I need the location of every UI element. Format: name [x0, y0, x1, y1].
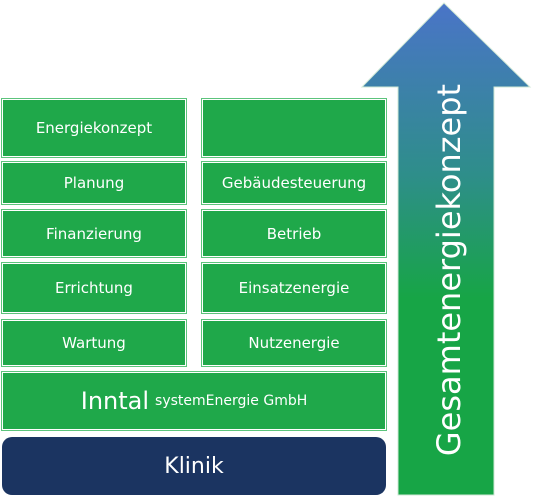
left-box-label: Energiekonzept [35, 119, 153, 137]
right-box-gebaeudesteuerung: Gebäudesteuerung [202, 162, 386, 204]
left-box-errichtung: Errichtung [2, 263, 186, 313]
right-box-label: Gebäudesteuerung [221, 174, 367, 192]
left-box-label: Finanzierung [46, 224, 142, 243]
left-box-label: Wartung [62, 334, 126, 352]
left-box-planung: Planung [2, 162, 186, 204]
right-box-betrieb: Betrieb [202, 210, 386, 257]
right-box-nutzenergie: Nutzenergie [202, 320, 386, 366]
left-box-label: Planung [63, 174, 125, 192]
right-box-label: Betrieb [266, 224, 322, 243]
arrow-label: Gesamtenergiekonzept [430, 83, 468, 457]
left-box-energiekonzept: Energiekonzept [2, 99, 186, 157]
company-bar: Inntal systemEnergie GmbH [2, 372, 386, 430]
company-name-small: systemEnergie GmbH [155, 393, 308, 409]
left-box-wartung: Wartung [2, 320, 186, 366]
left-box-finanzierung: Finanzierung [2, 210, 186, 257]
arrow-shape [360, 2, 532, 496]
right-box-einsatzenergie: Einsatzenergie [202, 263, 386, 313]
company-name-large: Inntal [80, 387, 150, 415]
up-arrow [360, 2, 532, 496]
right-box-label: Einsatzenergie [238, 279, 350, 297]
base-bar-klinik: Klinik [2, 437, 386, 495]
right-box-label: Nutzenergie [248, 334, 340, 352]
base-label: Klinik [164, 453, 224, 479]
right-box-empty [202, 99, 386, 157]
left-box-label: Errichtung [55, 279, 133, 297]
